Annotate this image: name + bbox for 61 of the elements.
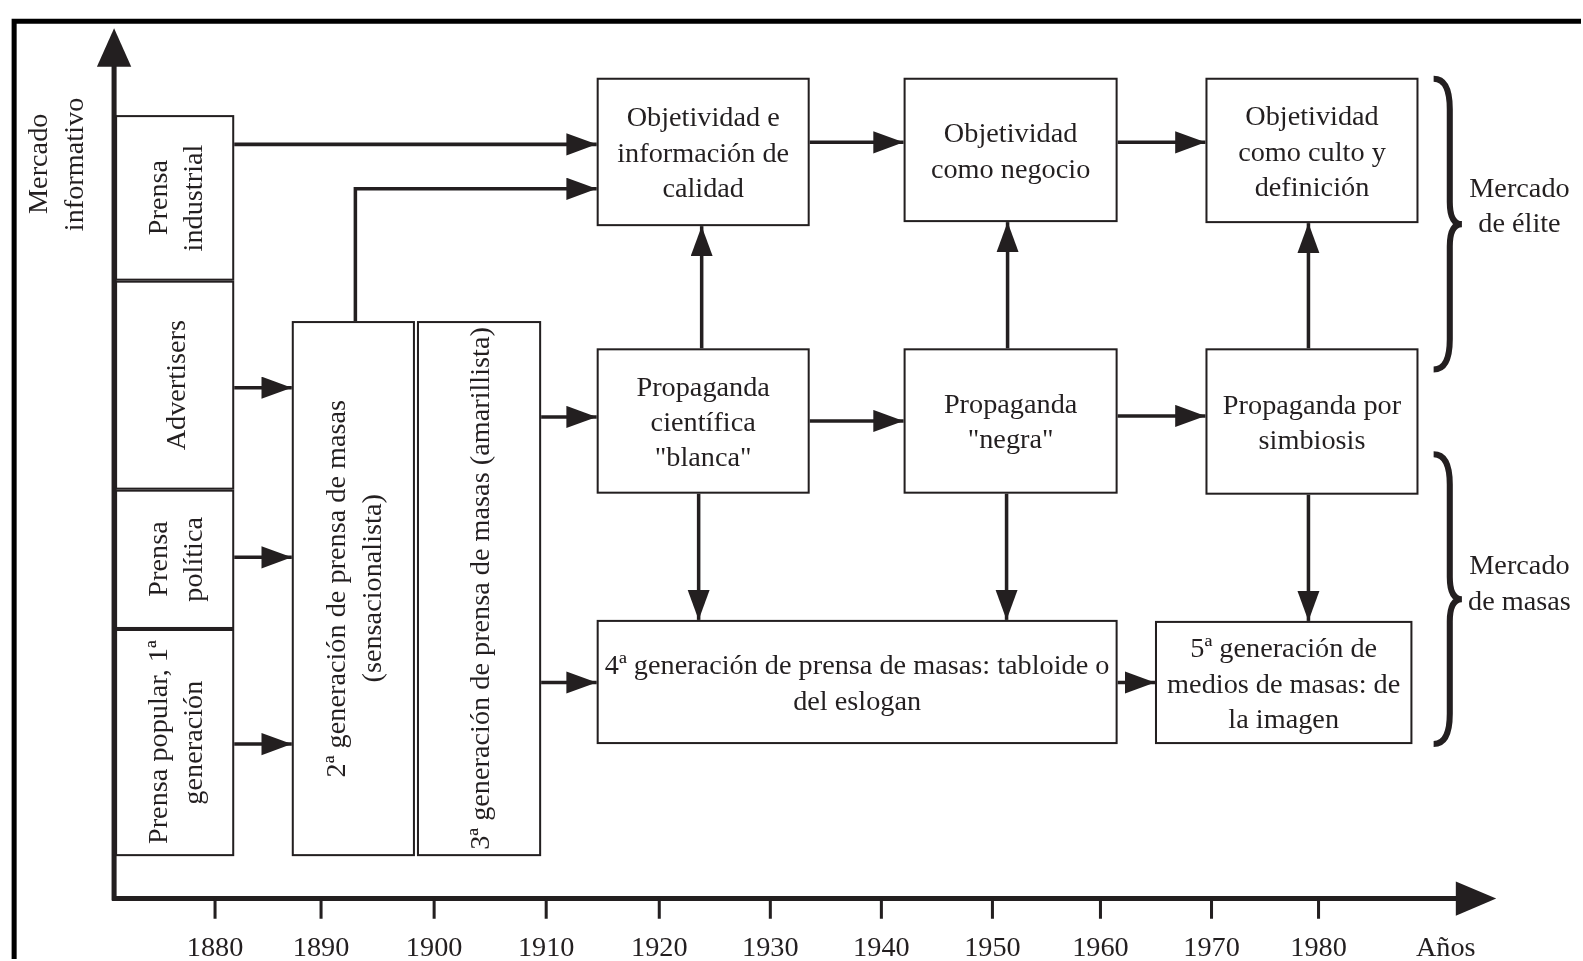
axis-title: Mercado informativo [21, 96, 90, 233]
process-box [416, 321, 542, 857]
arrow [1297, 223, 1320, 349]
year-label: 1910 [516, 929, 576, 961]
year-label: 1950 [963, 929, 1022, 961]
box-text: Prensa industrial [140, 143, 209, 254]
arrow [687, 493, 710, 620]
box-text: 3ª generación de prensa de masas (amarillista) [462, 327, 496, 850]
process-box [596, 348, 810, 494]
arrow [234, 546, 292, 569]
arrow [234, 376, 292, 399]
box-text: Propaganda por simbiosis [1221, 387, 1403, 457]
year-label: 1930 [741, 929, 800, 961]
arrow [995, 493, 1018, 620]
year-label: 1900 [404, 929, 464, 961]
box-text: Propaganda "negra" [942, 386, 1079, 457]
box-text: Prensa popular, 1ª generación [140, 639, 209, 847]
box-text: Objetividad como culto y definición [1237, 98, 1387, 204]
year-label: 1920 [630, 929, 689, 961]
box-text: 4ª generación de prensa de masas: tabloide o del eslogan [604, 647, 1110, 718]
box-text: Prensa política [140, 515, 209, 604]
process-box [1155, 620, 1413, 745]
box-text: Advertisers [158, 320, 192, 451]
process-box [115, 280, 235, 490]
box-text: Objetividad como negocio [929, 115, 1092, 186]
process-box [596, 619, 1118, 745]
arrow [809, 131, 904, 154]
arrow [541, 671, 597, 694]
market-label: Mercado de masas [1467, 548, 1572, 618]
market-label: Mercado de élite [1468, 170, 1571, 241]
year-label: 1960 [1071, 929, 1130, 961]
arrow [353, 177, 597, 322]
process-box [903, 77, 1118, 223]
arrow [1117, 671, 1155, 694]
arrow [1117, 131, 1206, 154]
year-label: 1970 [1182, 929, 1241, 961]
box-text: Propaganda científica "blanca" [635, 369, 771, 474]
arrow [809, 409, 904, 433]
axis-title: Años [1414, 929, 1477, 961]
process-box [115, 489, 235, 629]
arrow [1297, 494, 1320, 621]
arrow [234, 732, 292, 756]
arrow [996, 222, 1019, 349]
process-box [115, 629, 235, 857]
process-box [291, 321, 415, 857]
year-label: 1880 [185, 929, 245, 961]
process-box [1205, 348, 1419, 495]
process-box [903, 348, 1118, 494]
arrow [1117, 404, 1206, 428]
year-label: 1940 [852, 929, 911, 961]
process-box [115, 115, 235, 281]
box-text: 2ª generación de prensa de masas (sensacionalista) [319, 398, 388, 780]
process-box [596, 77, 810, 227]
box-text: 5ª generación de medios de masas: de la imagen [1166, 630, 1402, 736]
arrow [234, 133, 597, 156]
arrow [690, 226, 713, 349]
year-label: 1980 [1289, 929, 1348, 961]
arrow [541, 405, 597, 429]
process-box [1205, 77, 1419, 224]
year-label: 1890 [291, 929, 351, 961]
box-text: Objetividad e información de calidad [616, 99, 791, 205]
